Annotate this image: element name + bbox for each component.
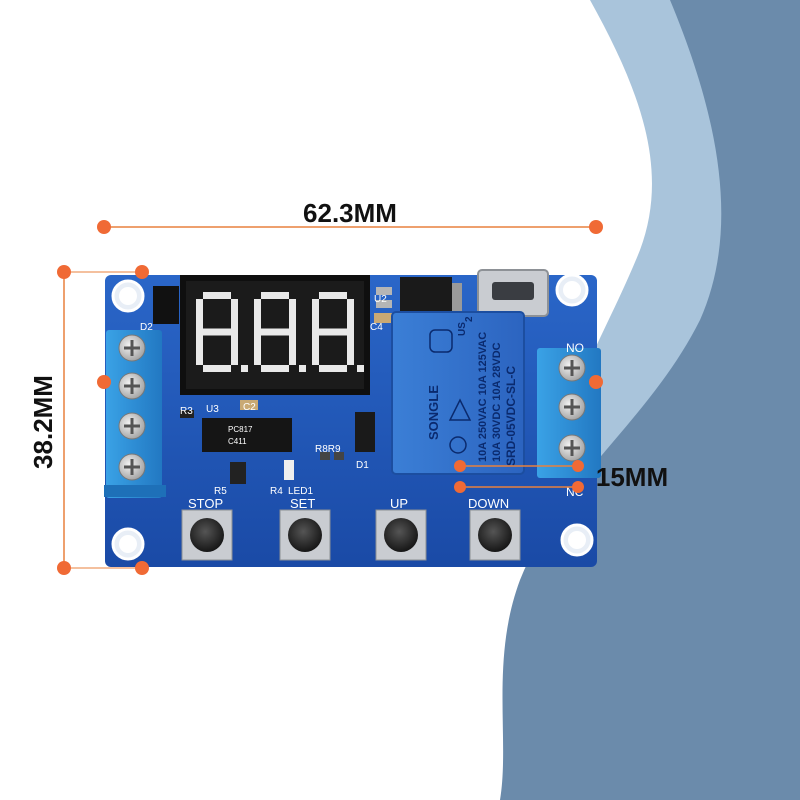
label-r4: R4 bbox=[270, 486, 283, 497]
relay-rating-1: 10A 250VAC 10A 125VAC bbox=[477, 332, 489, 462]
relay-model: SRD-05VDC-SL-C bbox=[504, 366, 518, 466]
label-u3: U3 bbox=[206, 404, 219, 415]
down-button[interactable] bbox=[469, 509, 521, 561]
depth-label: 15MM bbox=[596, 462, 668, 492]
digit-segment bbox=[261, 292, 289, 299]
width-label: 62.3MM bbox=[303, 198, 397, 228]
up-button[interactable] bbox=[375, 509, 427, 561]
height-label: 38.2MM bbox=[28, 375, 58, 469]
marker-dot-left bbox=[97, 375, 111, 389]
digit-segment bbox=[319, 365, 347, 372]
micro-usb-port bbox=[477, 269, 549, 317]
decimal-point bbox=[299, 365, 306, 372]
digit-segment bbox=[261, 365, 289, 372]
digit-segment bbox=[289, 332, 296, 365]
set-button[interactable] bbox=[279, 509, 331, 561]
label-no: NO bbox=[566, 341, 584, 355]
label-stop: STOP bbox=[188, 496, 223, 511]
label-set: SET bbox=[290, 496, 315, 511]
digit-segment bbox=[289, 299, 296, 332]
label-ic-line1: PC817 bbox=[228, 425, 253, 434]
left-terminal-block bbox=[104, 330, 166, 498]
label-up: UP bbox=[390, 496, 408, 511]
digit-segment bbox=[319, 292, 347, 299]
digit-segment bbox=[196, 299, 203, 332]
diode-d2 bbox=[153, 286, 179, 324]
digit-segment bbox=[231, 299, 238, 332]
mounting-holes bbox=[111, 273, 594, 561]
relay-number: 2 bbox=[464, 316, 475, 322]
display-digits bbox=[196, 292, 364, 372]
digit-segment bbox=[203, 292, 231, 299]
right-terminal-block bbox=[537, 348, 601, 478]
regulator-u2 bbox=[376, 277, 462, 317]
digit-segment bbox=[203, 365, 231, 372]
label-d1: D1 bbox=[356, 460, 369, 471]
digit-segment bbox=[312, 299, 319, 332]
capacitor-c4 bbox=[374, 313, 392, 323]
relay-cert-icons bbox=[429, 329, 472, 454]
label-r5: R5 bbox=[214, 486, 227, 497]
terminal-screws-left bbox=[118, 334, 146, 481]
smd-components bbox=[180, 400, 375, 484]
label-r3: R3 bbox=[180, 406, 193, 417]
label-d2: D2 bbox=[140, 322, 153, 333]
relay-brand: SONGLE bbox=[426, 385, 441, 440]
label-down: DOWN bbox=[468, 496, 509, 511]
dimension-height bbox=[57, 265, 149, 575]
label-r8r9: R8R9 bbox=[315, 444, 341, 455]
decimal-point bbox=[241, 365, 248, 372]
label-c4: C4 bbox=[370, 322, 383, 333]
relay-rating-2: 10A 30VDC 10A 28VDC bbox=[491, 342, 503, 462]
digit-segment bbox=[196, 332, 203, 365]
dimension-width bbox=[97, 220, 603, 234]
digit-segment bbox=[254, 332, 261, 365]
relay-us-mark: US bbox=[457, 322, 468, 336]
label-u2: U2 bbox=[374, 294, 387, 305]
label-led1: LED1 bbox=[288, 486, 313, 497]
digit-segment bbox=[347, 332, 354, 365]
digit-segment bbox=[261, 328, 289, 336]
digit-segment bbox=[203, 328, 231, 336]
label-c2: C2 bbox=[243, 402, 256, 413]
stop-button[interactable] bbox=[181, 509, 233, 561]
relay-module-board: D2 U2 C4 SONGLE 10A 250VAC 10A 125VAC 1 bbox=[104, 269, 601, 567]
digit-segment bbox=[319, 328, 347, 336]
label-ic-line2: C411 bbox=[228, 437, 247, 446]
dimension-depth bbox=[454, 460, 584, 493]
digit-segment bbox=[231, 332, 238, 365]
digit-segment bbox=[312, 332, 319, 365]
background-wave-dark bbox=[500, 0, 800, 800]
push-buttons bbox=[181, 509, 521, 561]
marker-dot-right bbox=[589, 375, 603, 389]
seven-segment-display bbox=[180, 275, 370, 395]
relay-songle: SONGLE 10A 250VAC 10A 125VAC 10A 30VDC 1… bbox=[391, 311, 525, 475]
digit-segment bbox=[254, 299, 261, 332]
decimal-point bbox=[357, 365, 364, 372]
digit-segment bbox=[347, 299, 354, 332]
